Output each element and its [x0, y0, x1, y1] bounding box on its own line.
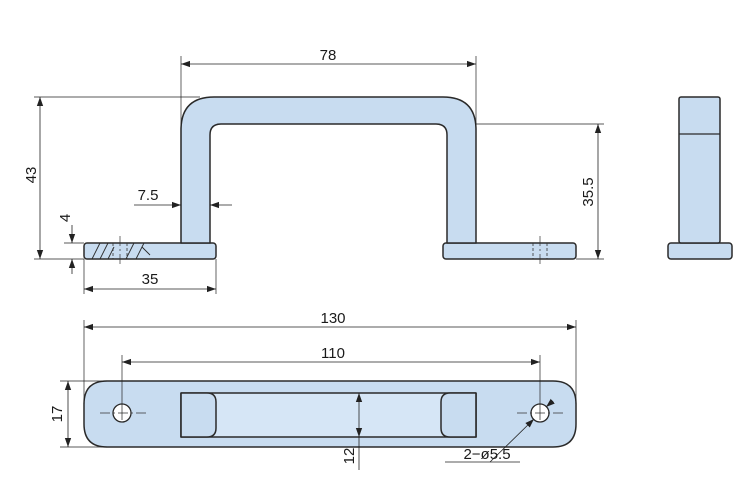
dim-text-130: 130	[320, 310, 345, 327]
dim-text-78: 78	[320, 47, 337, 64]
dim-text-43: 43	[23, 167, 40, 184]
hole-spec-text: 2−ø5.5	[463, 446, 510, 463]
grip-band	[180, 392, 477, 438]
dim-text-35: 35	[142, 271, 159, 288]
side-view-foot	[667, 242, 733, 260]
front-view	[83, 96, 577, 266]
side-view-body	[678, 96, 721, 244]
side-view	[667, 96, 733, 260]
dim-text-12: 12	[341, 448, 358, 465]
front-view-dimensions: 78 43 7.5 4 35 35.5	[23, 47, 604, 294]
left-foot	[83, 242, 217, 260]
dim-text-35-5: 35.5	[580, 177, 597, 206]
dim-text-110: 110	[321, 345, 345, 362]
top-view-dimensions: 130 110 17 12 2−ø5.5	[49, 310, 577, 470]
dim-text-7-5: 7.5	[138, 187, 159, 204]
dim-text-4: 4	[57, 214, 74, 222]
grip-right-end	[440, 392, 477, 438]
dim-text-17: 17	[49, 406, 66, 423]
top-view	[83, 380, 577, 448]
foot-section-hatch	[91, 242, 151, 260]
right-foot	[442, 242, 577, 260]
handle-body	[180, 96, 477, 244]
grip-left-end	[180, 392, 217, 438]
hole-leader	[489, 418, 535, 463]
